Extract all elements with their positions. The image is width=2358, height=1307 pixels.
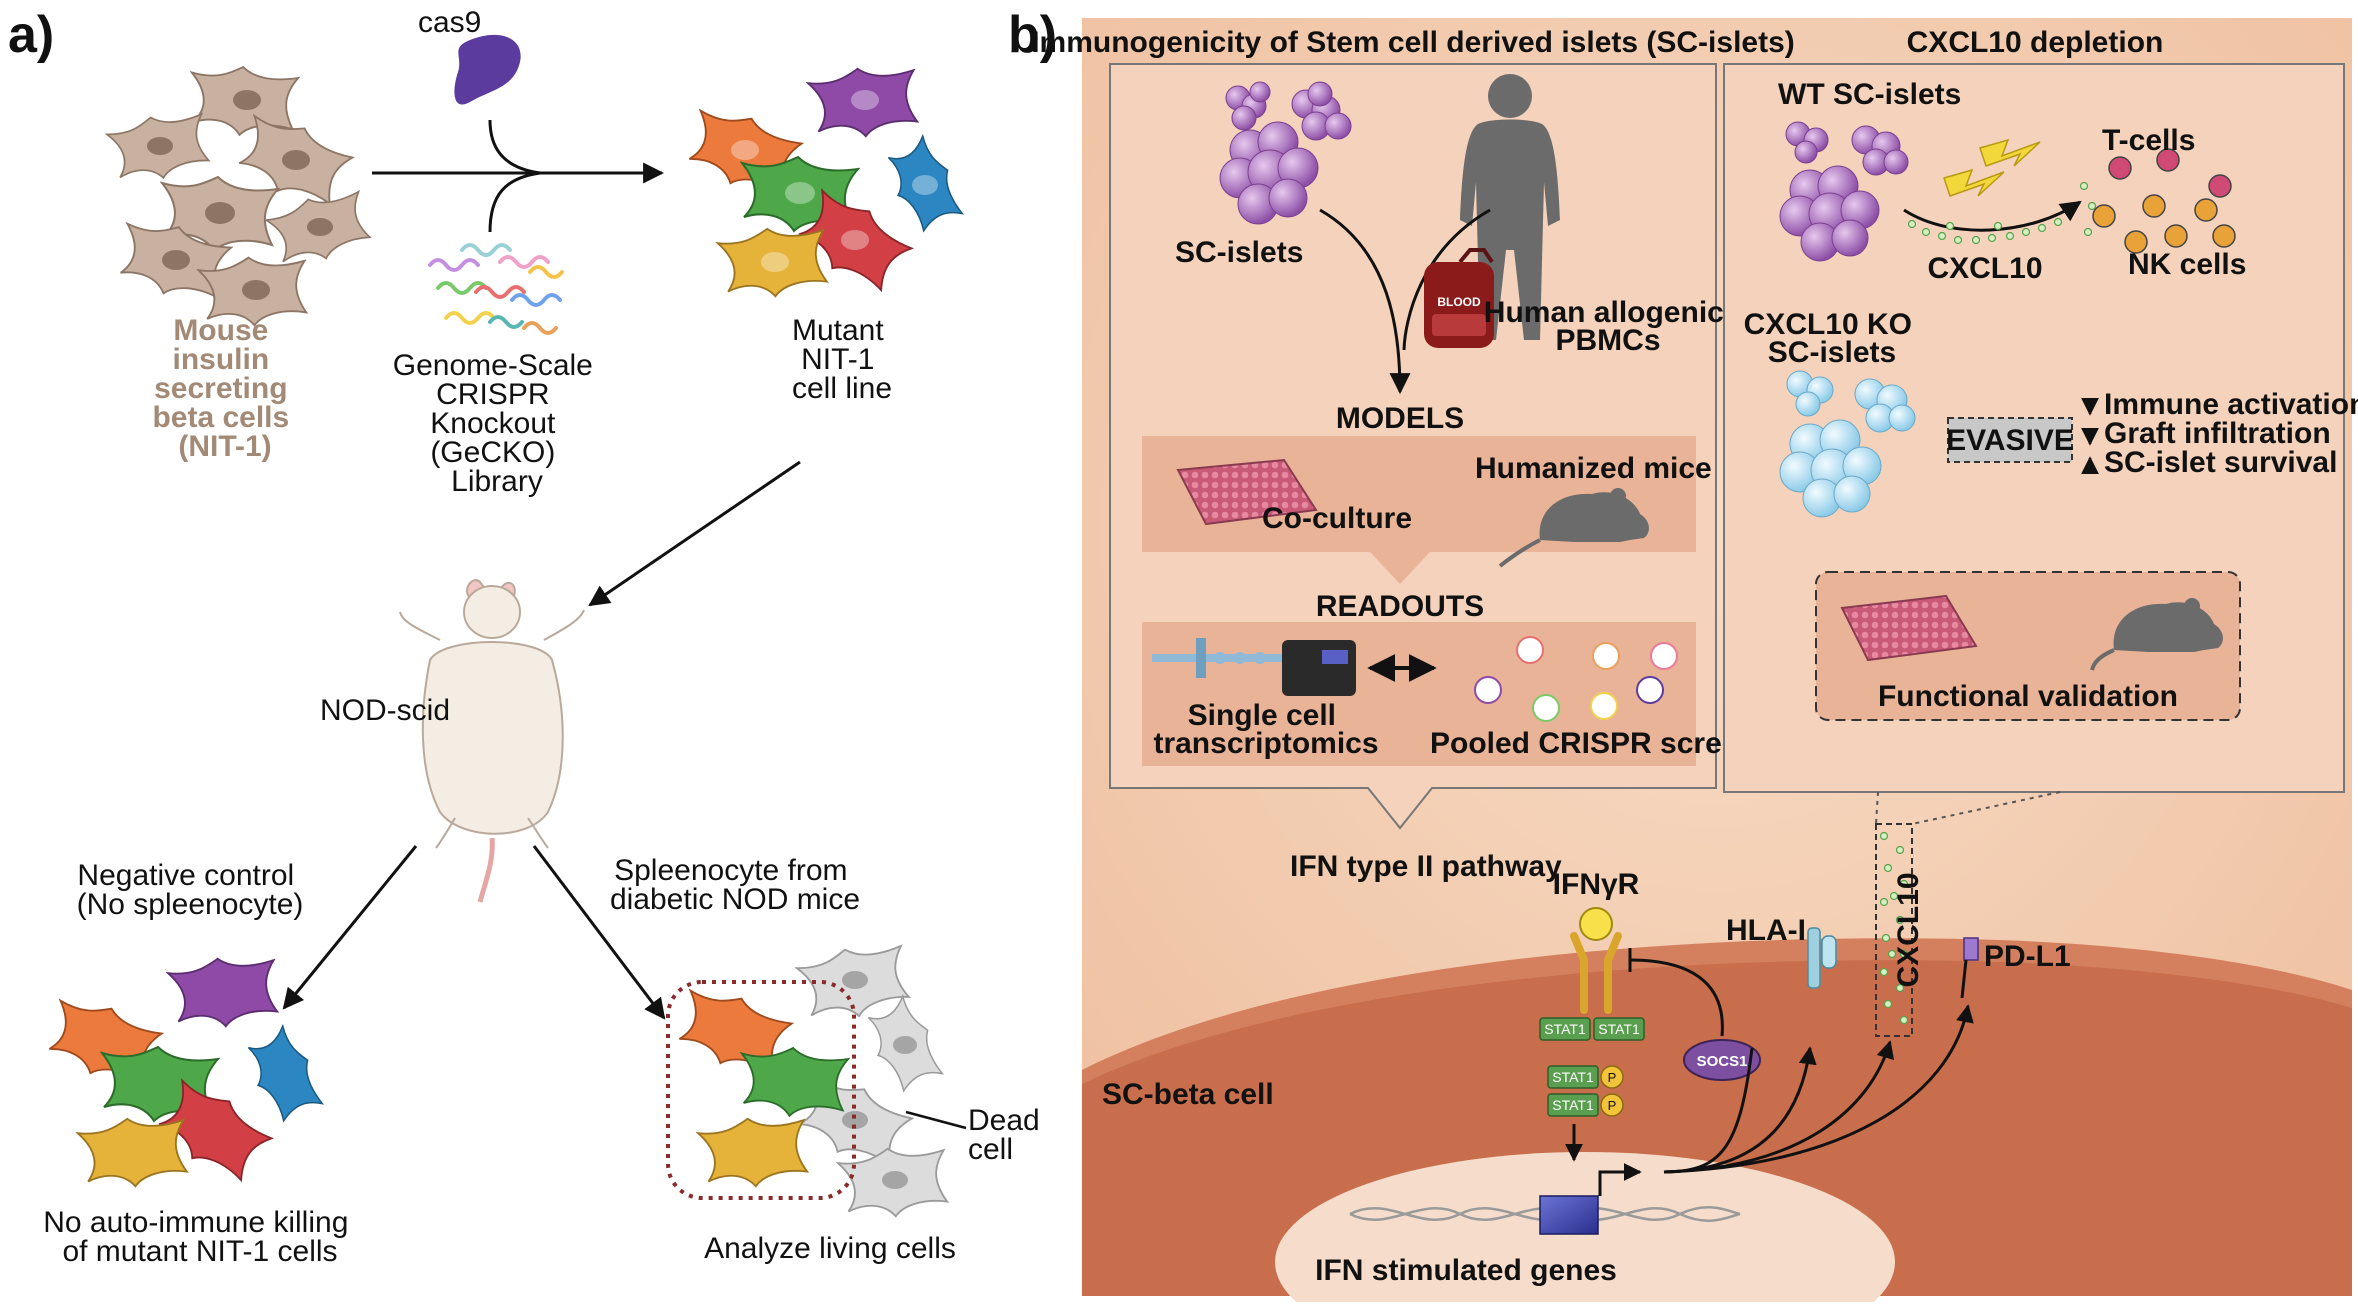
humanized-mice-label: Humanized mice bbox=[1475, 452, 1712, 485]
pbmc-to-models-line bbox=[1402, 208, 1491, 351]
pooled-crispr-label: Pooled CRISPR screen bbox=[1430, 727, 1757, 760]
control-arrow bbox=[282, 845, 418, 1010]
pstat1-b: STAT1 bbox=[1552, 1097, 1594, 1113]
mouse-beta-cell-label: Mouse insulin secreting beta cells (NIT-… bbox=[152, 314, 297, 463]
gene-output-arrows bbox=[1663, 1004, 1974, 1174]
cxcl10-depletion-title: CXCL10 depletion bbox=[1907, 26, 2164, 59]
ko-islets-icon bbox=[1779, 370, 1916, 518]
blood-bag-icon: BLOOD bbox=[1424, 248, 1494, 348]
single-cell-label: Single cell transcriptomics bbox=[1153, 699, 1378, 760]
pd-l1-label: PD-L1 bbox=[1984, 940, 2071, 973]
cxcl10-recruitment-arrow bbox=[1903, 200, 2082, 232]
immune-cells-icon bbox=[2092, 148, 2236, 254]
ifn-genes-label: IFN stimulated genes bbox=[1315, 1254, 1617, 1287]
cas9-protein-icon bbox=[454, 34, 521, 105]
gene-box-icon bbox=[1539, 1195, 1599, 1235]
pstat1-a: STAT1 bbox=[1552, 1069, 1594, 1085]
microfluidics-icon bbox=[1152, 638, 1282, 678]
pd-l1-icon bbox=[1960, 937, 1979, 999]
panel-b-letter: b) bbox=[1008, 6, 1057, 64]
ifngr-receptor-icon bbox=[1570, 907, 1622, 1014]
ifn-pathway-label: IFN type II pathway bbox=[1290, 850, 1562, 883]
socs1-inhibition-line bbox=[1629, 958, 1724, 1037]
mutant-cell-nuclei bbox=[731, 90, 938, 272]
cxcl10-dots bbox=[1907, 181, 2097, 245]
dead-cell-label: Dead cell bbox=[968, 1104, 1048, 1166]
cxcl10-vertical-label: CXCL10 bbox=[1892, 872, 1925, 987]
spleenocyte-arrow bbox=[532, 845, 666, 1020]
sc-islets-label: SC-islets bbox=[1175, 236, 1303, 269]
nk-cells-label: NK cells bbox=[2128, 248, 2246, 281]
living-cells-highlight bbox=[666, 980, 856, 1200]
phospho-stat1: STAT1 P STAT1 P bbox=[1547, 1065, 1624, 1117]
transcription-start-arrow bbox=[1598, 1163, 1642, 1196]
evasive-box bbox=[1947, 417, 2073, 463]
negative-control-label: Negative control (No spleenocyte) bbox=[77, 859, 304, 921]
socs1-protein bbox=[1683, 1039, 1761, 1081]
sc-beta-cell-label: SC-beta cell bbox=[1102, 1078, 1274, 1111]
cxcl10-secretion-box bbox=[1875, 823, 1913, 1037]
pbmcs-label: Human allogenic PBMCs bbox=[1484, 296, 1732, 357]
hla-i-icon bbox=[1807, 927, 1837, 989]
virus-library-icon bbox=[1474, 636, 1678, 722]
ko-islets-label: CXCL10 KO SC-islets bbox=[1744, 308, 1921, 369]
readouts-label: READOUTS bbox=[1316, 590, 1484, 623]
control-cell-cluster bbox=[43, 948, 332, 1196]
well-plate-icon bbox=[1176, 458, 1318, 526]
ifngr-label: IFNγR bbox=[1553, 868, 1640, 901]
socs1-label: SOCS1 bbox=[1697, 1053, 1748, 1070]
living-cell-cluster bbox=[673, 984, 850, 1196]
dead-cell-pointer bbox=[905, 1110, 967, 1130]
zoom-lines bbox=[1875, 791, 2061, 825]
gecko-library-label: Genome-Scale CRISPR Knockout (GeCKO) Lib… bbox=[393, 349, 601, 498]
p-b: P bbox=[1608, 1098, 1617, 1113]
stat1-dimer: STAT1 STAT1 bbox=[1539, 1017, 1645, 1041]
effects-list: Immune activation Graft infiltration SC-… bbox=[2104, 388, 2358, 479]
t-cells-label: T-cells bbox=[2102, 124, 2195, 157]
cxcl10-label: CXCL10 bbox=[1927, 252, 2042, 285]
mouse-cell-nuclei bbox=[147, 90, 333, 300]
hla-label: HLA-I bbox=[1726, 914, 1806, 947]
islets-to-models-arrow bbox=[1319, 208, 1411, 395]
blood-label: BLOOD bbox=[1437, 295, 1481, 309]
evasive-label: EVASIVE bbox=[1946, 424, 2074, 457]
library-merge-line bbox=[488, 171, 541, 233]
validation-mouse-icon bbox=[2090, 598, 2223, 671]
humanized-mouse-icon bbox=[1498, 488, 1649, 568]
injection-arrow bbox=[588, 460, 801, 607]
nod-scid-mouse-icon bbox=[399, 579, 585, 903]
coculture-label: Co-culture bbox=[1262, 502, 1412, 535]
cas9-merge-line bbox=[488, 119, 541, 175]
stat1-b: STAT1 bbox=[1598, 1021, 1640, 1037]
validation-plate-icon bbox=[1840, 594, 1978, 662]
secreted-cxcl10-dots bbox=[1879, 831, 1909, 1025]
immunogenicity-title: Immunogenicity of Stem cell derived isle… bbox=[1031, 26, 1795, 59]
sc-islets-icon bbox=[1219, 81, 1352, 225]
functional-validation-label: Functional validation bbox=[1878, 680, 2178, 713]
sequencer-icon bbox=[1282, 640, 1356, 696]
nod-scid-label: NOD-scid bbox=[320, 694, 450, 727]
spleenocyte-label: Spleenocyte from diabetic NOD mice bbox=[610, 854, 860, 916]
p-a: P bbox=[1608, 1070, 1617, 1085]
dead-cell-nuclei bbox=[842, 971, 917, 1189]
lightning-icons bbox=[1943, 138, 2041, 197]
crispr-library-icon bbox=[428, 243, 564, 335]
mutant-cell-line-label: Mutant NIT-1 cell line bbox=[792, 314, 892, 405]
wt-islets-icon bbox=[1779, 121, 1909, 262]
wt-islets-label: WT SC-islets bbox=[1778, 78, 1961, 111]
cas9-label: cas9 bbox=[418, 6, 481, 39]
models-label: MODELS bbox=[1336, 402, 1464, 435]
stat1-a: STAT1 bbox=[1544, 1021, 1586, 1037]
panel-a-letter: a) bbox=[8, 6, 54, 64]
analyze-living-cells-label: Analyze living cells bbox=[704, 1232, 956, 1265]
no-killing-label: No auto-immune killing of mutant NIT-1 c… bbox=[43, 1206, 356, 1268]
